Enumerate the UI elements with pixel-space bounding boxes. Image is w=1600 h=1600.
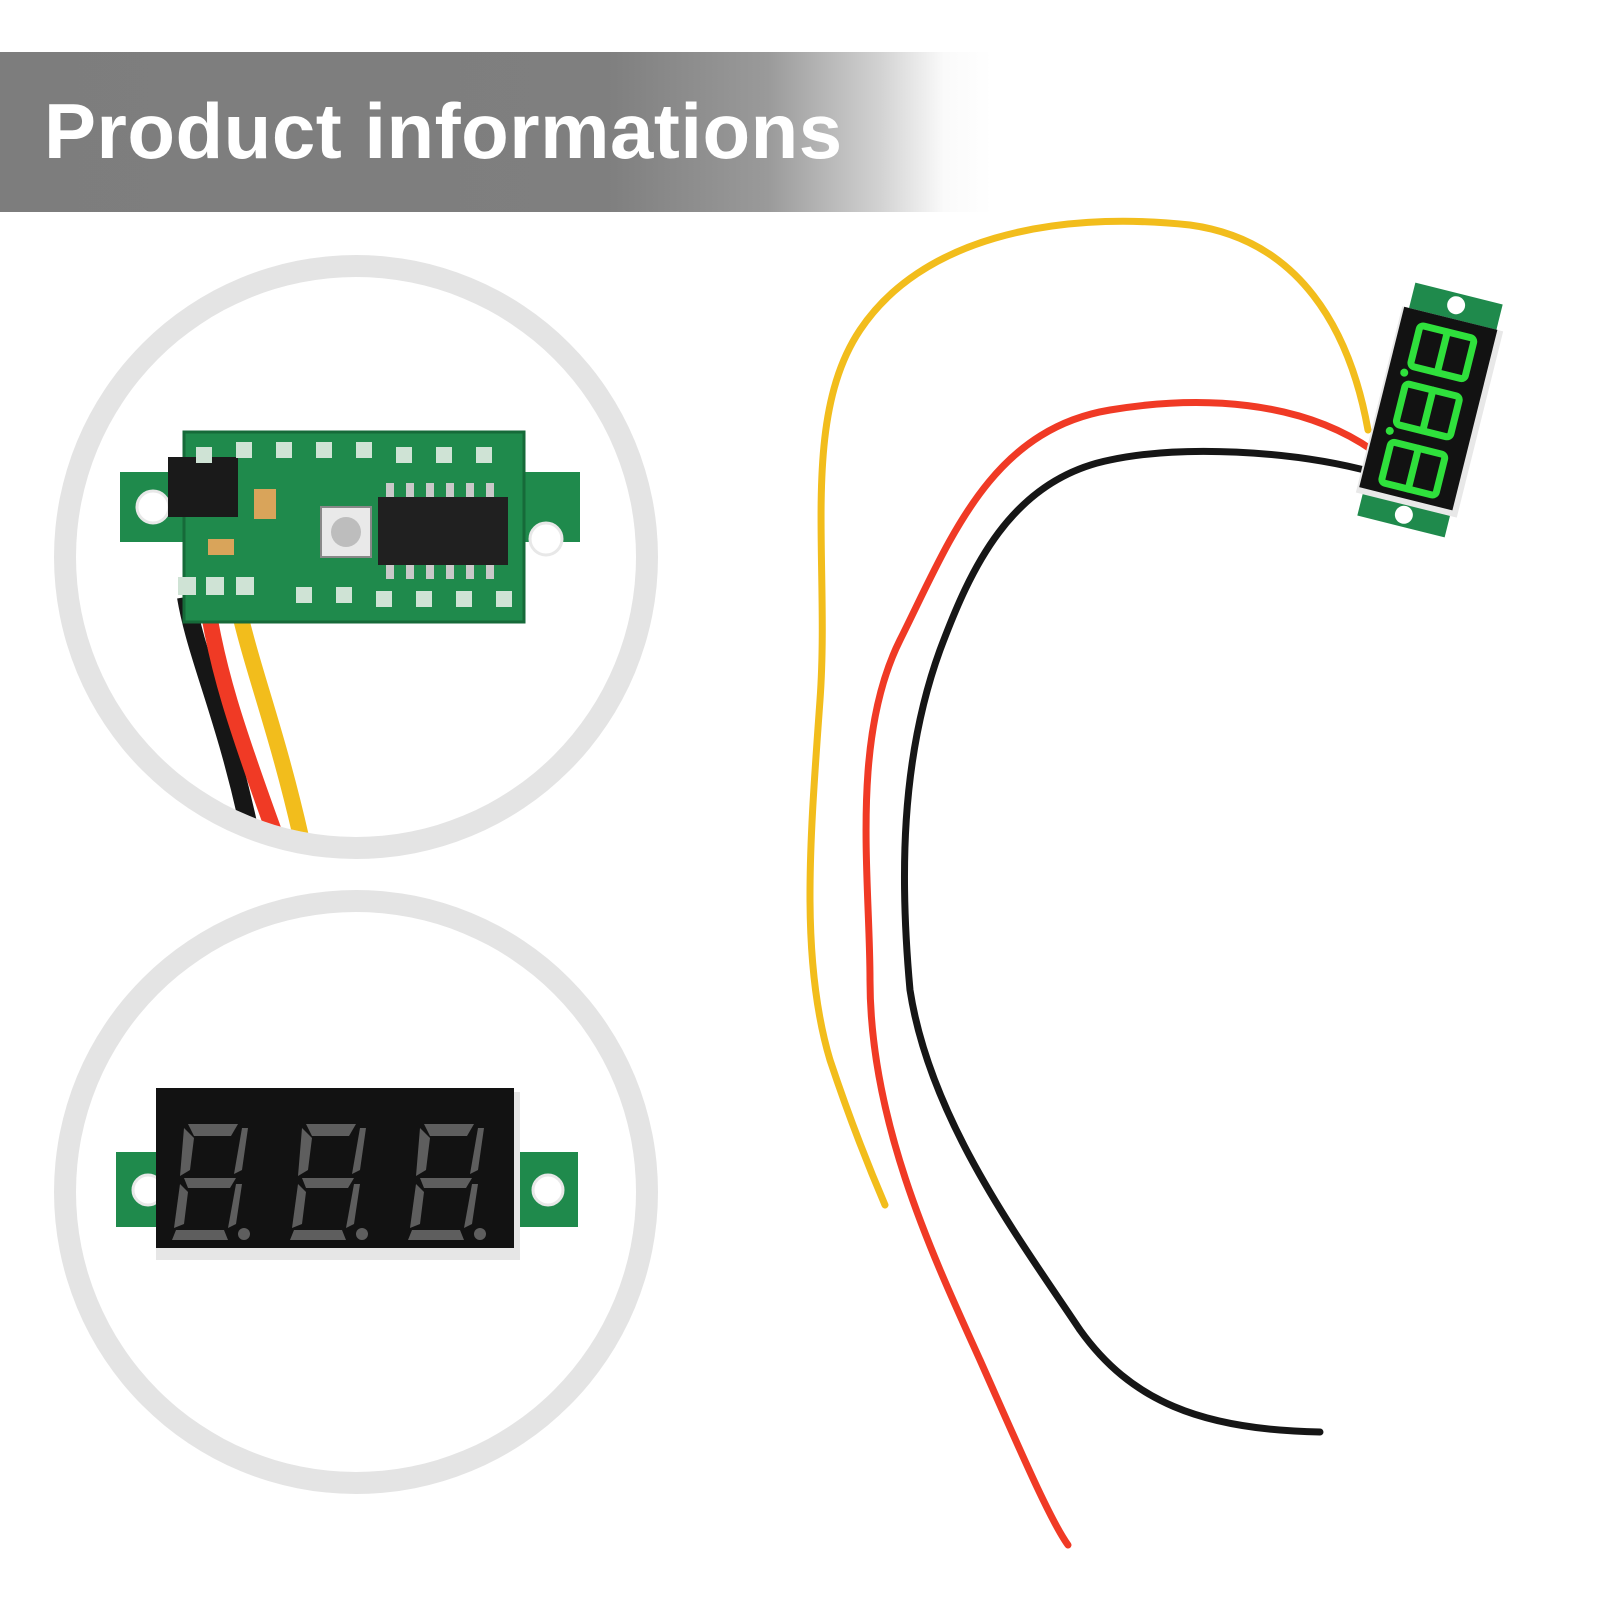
black-wire [900,447,1376,1436]
voltmeter-module [1355,282,1504,538]
banner-title: Product informations [44,87,843,175]
pcb-detail-circle [76,277,636,837]
pcb-back-image [120,430,580,837]
display-detail-circle [76,912,636,1472]
yellow-wire [806,217,1372,1209]
led-display-image [116,1088,578,1260]
header-banner: Product informations [0,52,1600,212]
red-wire [862,399,1376,1549]
